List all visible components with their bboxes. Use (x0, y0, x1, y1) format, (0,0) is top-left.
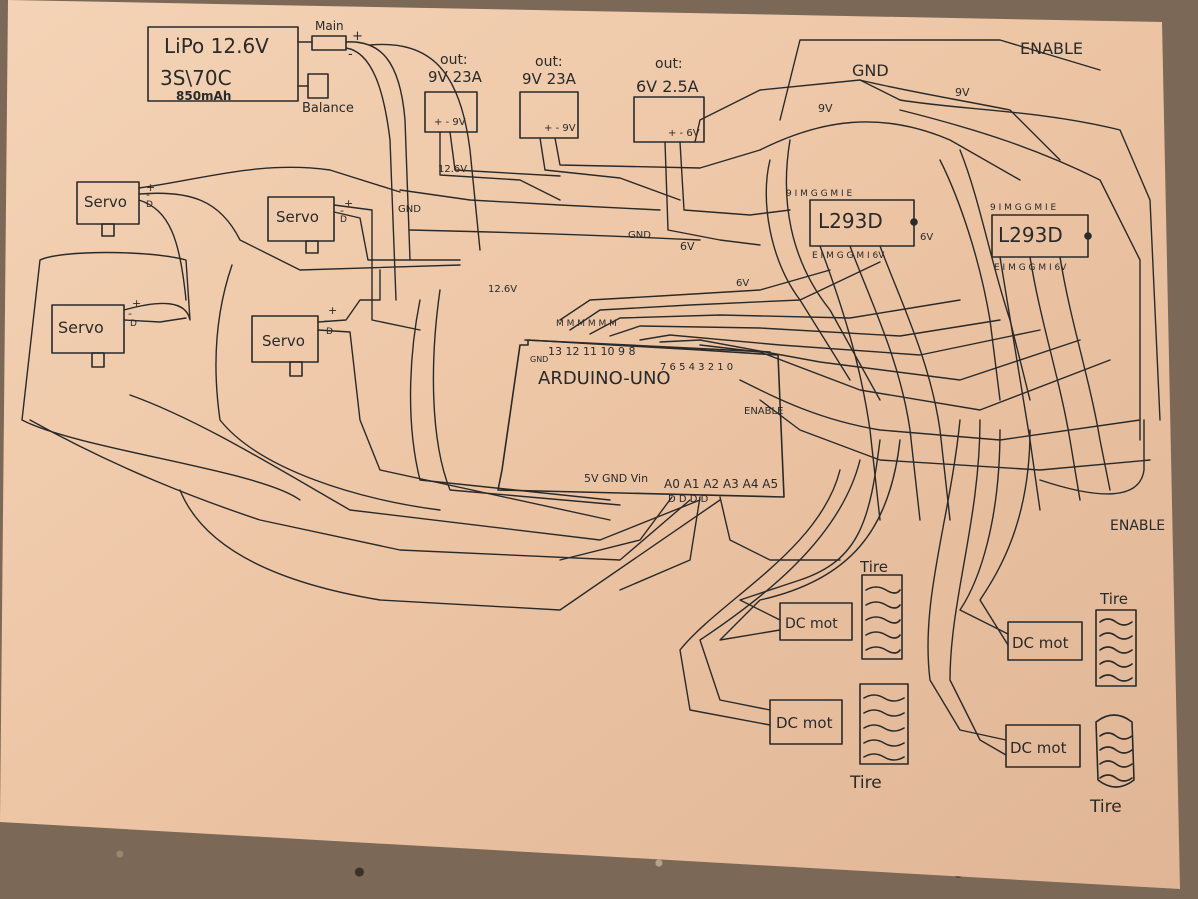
wires (21, 39, 1161, 756)
servo-2-signal: D (340, 215, 347, 225)
servo-4 (251, 315, 319, 377)
battery-capacity: 850mAh (176, 89, 231, 103)
tire-3-label: Tire (1099, 590, 1128, 608)
arduino-power-pins: 5V GND Vin (584, 472, 648, 485)
arduino-analog-pins: A0 A1 A2 A3 A4 A5 (664, 477, 778, 491)
servo-3 (51, 304, 125, 368)
l293d-chip-1 (809, 199, 918, 247)
dc-motor-3-label: DC mot (1012, 634, 1069, 652)
regulator-1-out: out: (440, 52, 468, 68)
battery-rating: 3S\70C (160, 66, 232, 90)
labels: LiPo 12.6V 3S\70C 850mAh Main + - Balanc… (58, 19, 1165, 817)
servo-1-signal: D (146, 200, 153, 210)
tire-4 (1095, 714, 1135, 788)
servo-2-label: Servo (276, 208, 319, 226)
servo-3-minus: - (128, 307, 132, 320)
regulator-3-out: out: (655, 56, 683, 72)
servo-1 (76, 181, 140, 237)
servo-3-plus: + (132, 297, 141, 310)
enable-top-label: ENABLE (1020, 39, 1083, 58)
tire-4-label: Tire (1089, 797, 1122, 817)
dc-motor-2-label: DC mot (776, 714, 833, 732)
v126-label-b: 12.6V (488, 284, 517, 295)
six-v-label-b: 6V (736, 278, 749, 289)
regulator-2-spec: 9V 23A (522, 70, 577, 88)
regulator-1-pins: + - 9V (434, 117, 466, 128)
chip-2-label: L293D (998, 223, 1063, 247)
servo-4-plus: + (328, 304, 337, 317)
chip-2-top-pins: 9 I M G G M I E (990, 203, 1057, 213)
chip-2-bottom-pins: E I M G G M I 6V (994, 263, 1067, 273)
tire-2 (859, 683, 909, 765)
dc-motor-3 (1007, 621, 1083, 661)
gnd-label-a: GND (398, 204, 421, 215)
battery-name: LiPo 12.6V (164, 34, 269, 58)
dc-motor-4-label: DC mot (1010, 739, 1067, 757)
paper-sheet (0, 0, 1180, 889)
servo-2 (267, 196, 335, 254)
chip-1-top-pins: 9 I M G G M I E (786, 189, 853, 199)
regulator-2 (519, 91, 579, 139)
enable-right-label: ENABLE (1110, 518, 1165, 534)
nine-v-label-b: 9V (955, 86, 970, 99)
servo-1-plus: + (146, 181, 155, 194)
servo-3-label: Servo (58, 318, 104, 337)
servo-2-plus: + (344, 197, 353, 210)
tire-1-label: Tire (859, 558, 888, 576)
dc-motor-1-label: DC mot (785, 616, 838, 632)
dc-motor-2 (769, 699, 843, 745)
lipo-battery (147, 26, 347, 102)
regulator-1 (424, 91, 478, 133)
six-v-label-a: 6V (680, 240, 695, 253)
servo-2-minus: - (340, 204, 344, 217)
regulator-1-spec: 9V 23A (428, 68, 483, 86)
servo-1-label: Servo (84, 193, 127, 211)
battery-minus: - (348, 47, 353, 62)
arduino-digital-pins-low: 7 6 5 4 3 2 1 0 (660, 362, 733, 373)
regulator-2-out: out: (535, 54, 563, 70)
gnd-top-label: GND (852, 61, 889, 80)
regulator-3-pins: + - 6V (668, 128, 700, 139)
tire-2-label: Tire (849, 773, 882, 793)
l293d-chip-2 (991, 214, 1092, 258)
servo-3-signal: D (130, 319, 137, 329)
chip-1-bottom-pins: E I M G G M I 6V (812, 251, 885, 261)
balance-label: Balance (302, 101, 354, 116)
regulator-3 (633, 96, 705, 143)
tire-3 (1095, 609, 1137, 687)
six-v-label-c: 6V (920, 232, 933, 243)
servo-4-signal: D (326, 327, 333, 337)
tire-1 (861, 574, 903, 660)
arduino-analog-d: D D D D (668, 494, 709, 505)
arduino-label: ARDUINO-UNO (538, 368, 671, 389)
gnd-label-b: GND (628, 230, 651, 241)
servo-1-minus: - (146, 188, 150, 201)
nine-v-label-a: 9V (818, 102, 833, 115)
battery-main-label: Main (315, 19, 344, 33)
enable-mid-label: ENABLE (744, 406, 783, 417)
arduino-digital-pins: 13 12 11 10 9 8 (548, 345, 635, 358)
servo-4-label: Servo (262, 332, 305, 350)
arduino-board (497, 339, 785, 498)
servo-4-minus: - (324, 314, 328, 327)
arduino-m-labels: M M M M M M (556, 319, 617, 329)
chip-1-label: L293D (818, 209, 883, 233)
dc-motor-1 (779, 602, 853, 641)
battery-plus: + (352, 29, 363, 44)
arduino-gnd: GND (530, 355, 548, 364)
regulator-3-spec: 6V 2.5A (636, 77, 699, 96)
regulator-2-pins: + - 9V (544, 123, 576, 134)
v126-label-a: 12.6V (438, 164, 467, 175)
dc-motor-4 (1005, 724, 1081, 768)
